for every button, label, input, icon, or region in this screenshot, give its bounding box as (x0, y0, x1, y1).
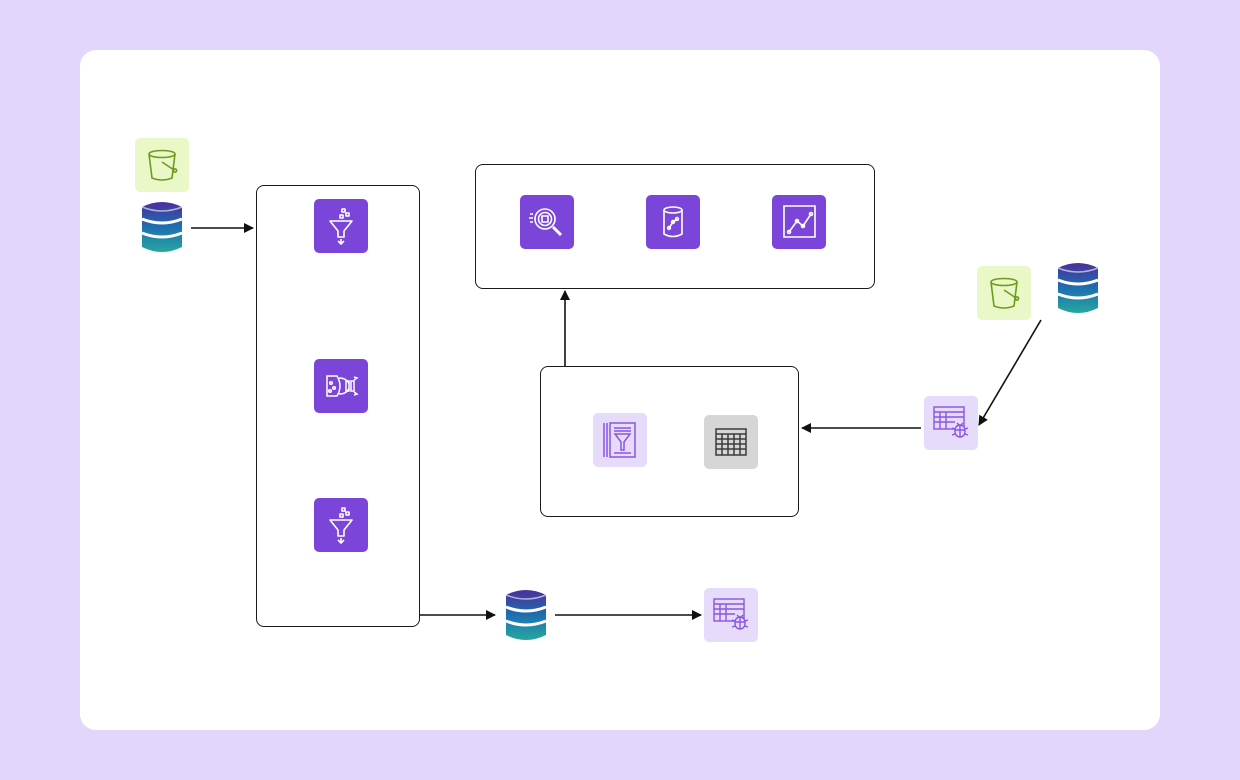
filter-funnel-icon (314, 498, 368, 552)
data-shuffle-icon (314, 359, 368, 413)
database-icon (1056, 261, 1100, 315)
database-icon (140, 200, 184, 254)
line-chart-icon (772, 195, 826, 249)
database-icon (504, 588, 548, 642)
crawler-table-icon (704, 588, 758, 642)
data-lake-icon (646, 195, 700, 249)
filtered-document-icon (593, 413, 647, 467)
catalog-group (540, 366, 799, 517)
crawler-table-icon (924, 396, 978, 450)
search-query-icon (520, 195, 574, 249)
filter-funnel-icon (314, 199, 368, 253)
s3-bucket-icon (135, 138, 189, 192)
table-grid-icon (704, 415, 758, 469)
s3-bucket-icon (977, 266, 1031, 320)
